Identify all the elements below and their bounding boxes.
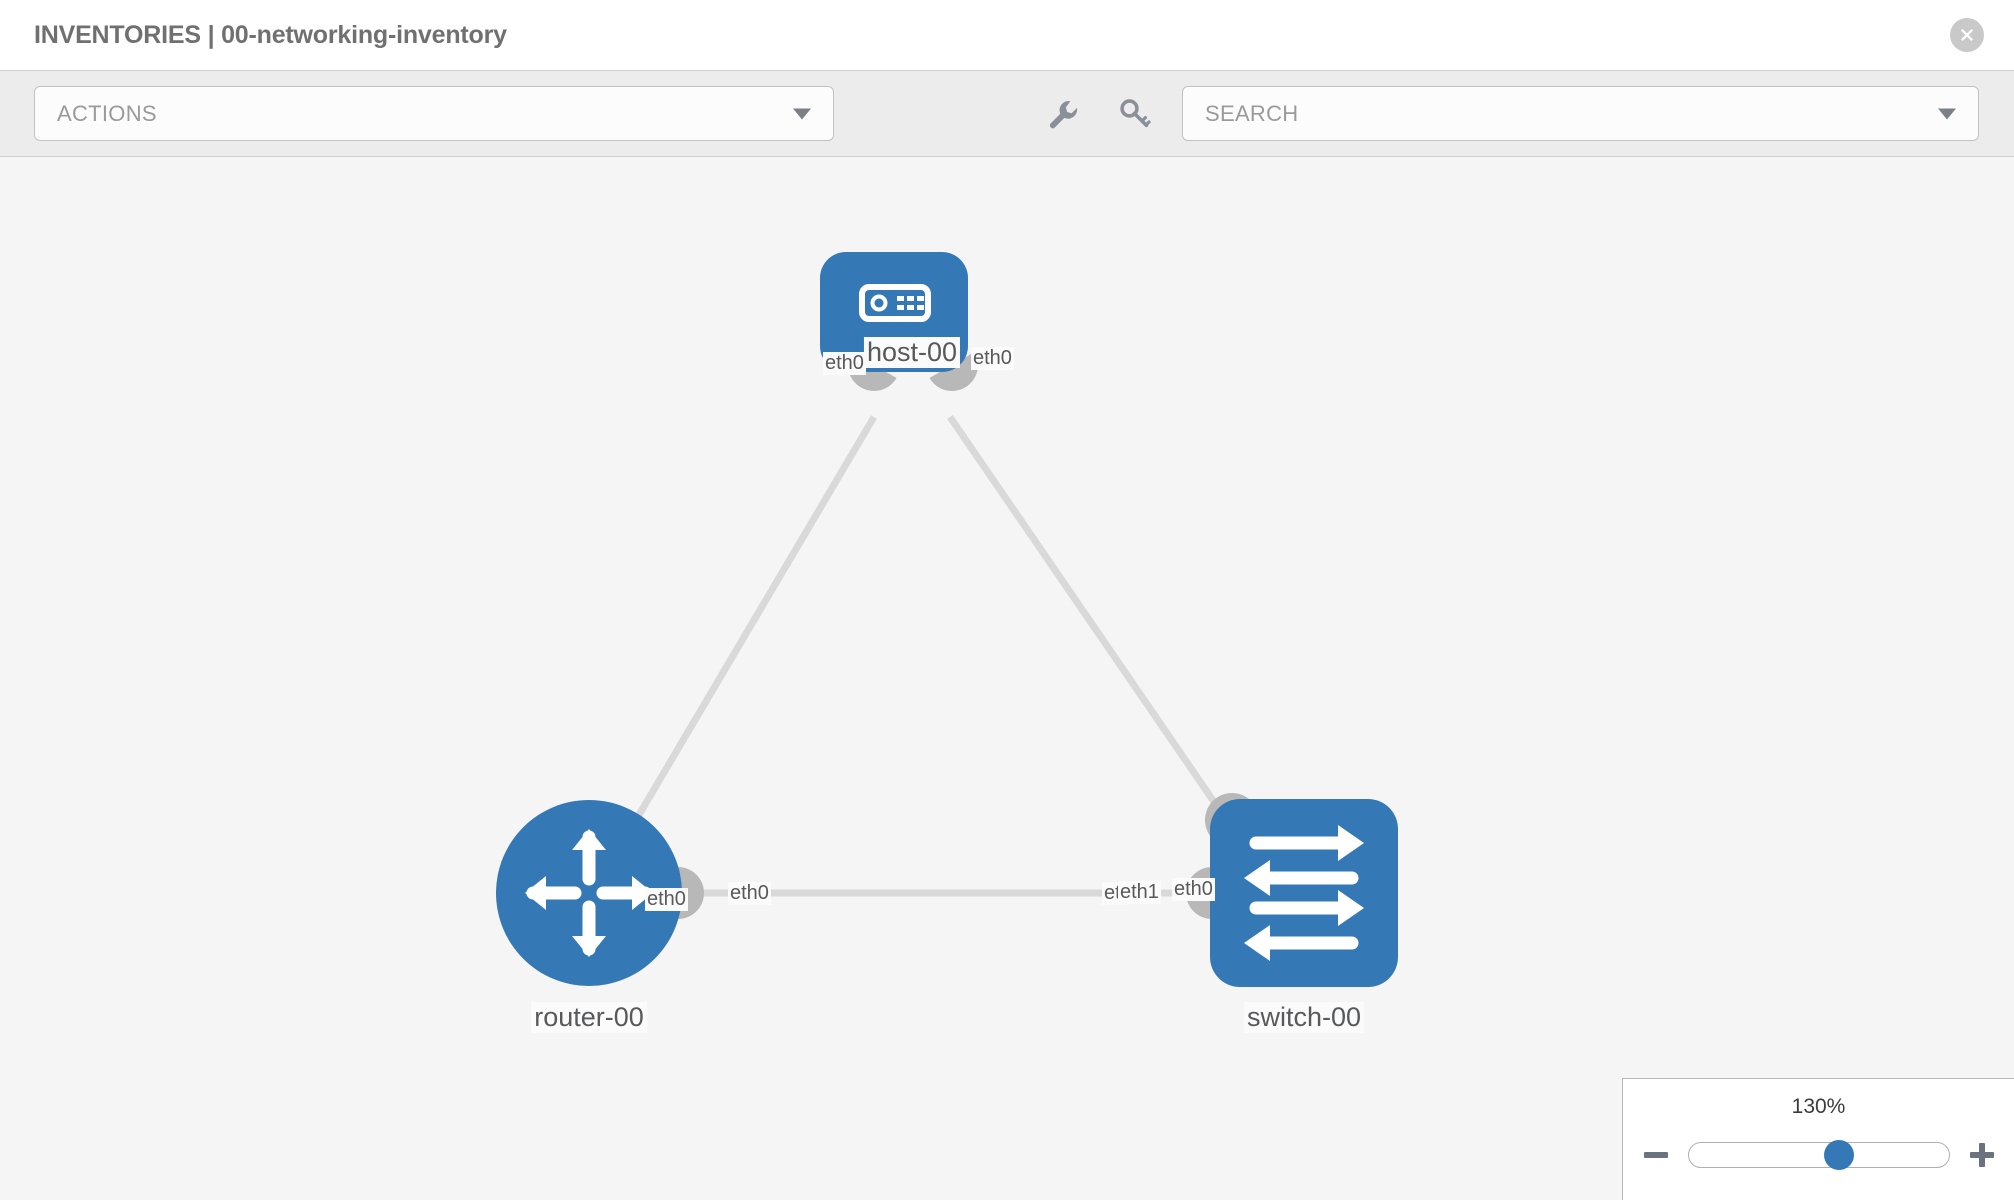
if-label-switch-up: eth0 (1172, 878, 1215, 901)
key-icon[interactable] (1118, 97, 1152, 131)
zoom-slider-handle[interactable] (1824, 1140, 1855, 1170)
if-label-router-up: eth0 (645, 888, 688, 911)
if-label-host-right: eth0 (971, 347, 1014, 370)
topology-svg (496, 252, 1398, 987)
if-label-router-right: eth0 (728, 882, 771, 905)
if-label-switch-left-b: eth1 (1118, 881, 1161, 904)
zoom-control-panel: 130% (1622, 1078, 2014, 1200)
node-router-00 (496, 800, 682, 986)
edge-host-switch (947, 415, 1248, 849)
node-label-switch[interactable]: switch-00 (1243, 1002, 1365, 1033)
actions-dropdown[interactable]: ACTIONS (34, 86, 834, 141)
wrench-icon[interactable] (1046, 97, 1080, 131)
zoom-out-button[interactable] (1642, 1141, 1670, 1169)
node-label-host[interactable]: host-00 (863, 337, 961, 368)
node-label-router[interactable]: router-00 (531, 1002, 647, 1033)
page-header: INVENTORIES | 00-networking-inventory (0, 0, 2014, 70)
page-title: INVENTORIES | 00-networking-inventory (34, 20, 507, 49)
if-label-host-left: eth0 (823, 352, 866, 375)
search-placeholder: SEARCH (1205, 100, 1299, 126)
zoom-percent-label: 130% (1791, 1095, 1846, 1118)
topology-edges (616, 415, 1248, 897)
zoom-in-button[interactable] (1968, 1141, 1996, 1169)
topology-canvas[interactable]: host-00 router-00 switch-00 eth0 eth0 et… (0, 157, 2014, 1200)
search-input[interactable]: SEARCH (1182, 86, 1979, 141)
socket-host-right (929, 352, 978, 391)
chevron-down-icon (793, 108, 811, 119)
zoom-slider[interactable] (1687, 1140, 1950, 1170)
node-switch-00 (1210, 799, 1398, 987)
close-button[interactable] (1950, 18, 1984, 52)
toolbar: ACTIONS SEARCH (0, 70, 2014, 157)
edge-host-router (616, 415, 878, 849)
zoom-control-row (1623, 1135, 2014, 1175)
actions-dropdown-label: ACTIONS (57, 100, 157, 126)
search-chevron-down-icon[interactable] (1938, 108, 1956, 119)
close-icon (1957, 25, 1977, 45)
